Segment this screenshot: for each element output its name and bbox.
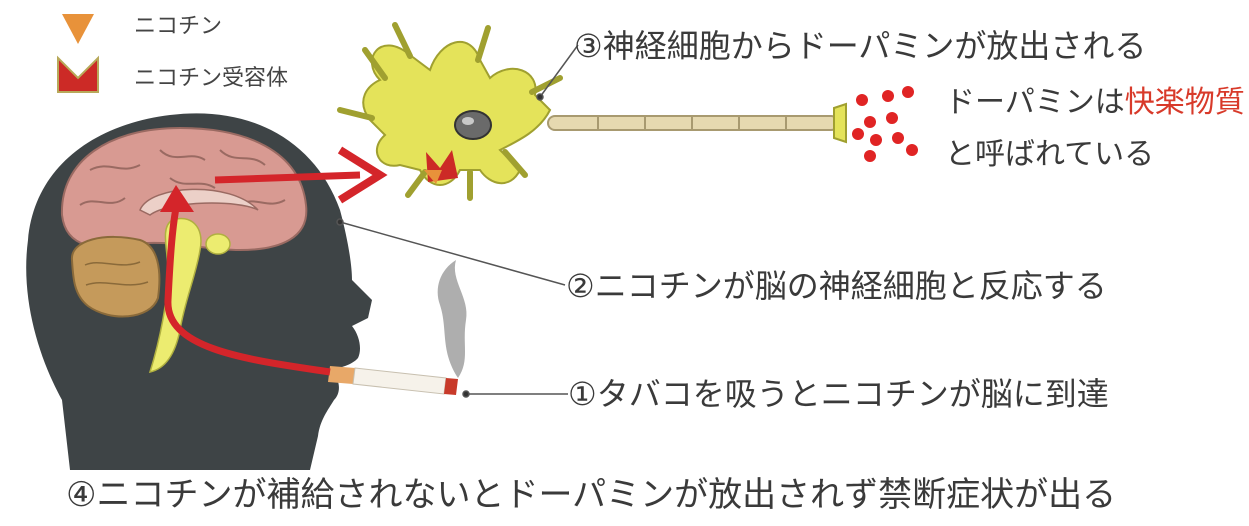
dopamine-note-line2: と呼ばれている bbox=[945, 137, 1155, 172]
leader-lines bbox=[336, 44, 579, 398]
dopamine-note-line1: ドーパミンは快楽物質 bbox=[945, 88, 1245, 118]
nicotine-on-neuron-icon bbox=[424, 170, 442, 184]
step-2-label: ②ニコチンが脳の神経細胞と反応する bbox=[566, 267, 1107, 305]
legend-nicotine-label: ニコチン bbox=[134, 14, 223, 39]
cerebellum-folds bbox=[84, 261, 149, 286]
dopamine-particles bbox=[852, 86, 918, 162]
receptor-legend-icon bbox=[57, 55, 99, 93]
pituitary bbox=[205, 233, 231, 255]
brain-to-neuron-arrow bbox=[214, 171, 361, 184]
axon bbox=[547, 102, 847, 144]
step-3-label: ③神経細胞からドーパミンが放出される bbox=[574, 27, 1147, 65]
cerebrum-folds bbox=[79, 149, 286, 206]
cerebellum bbox=[70, 236, 161, 318]
nicotine-path-arrow bbox=[164, 207, 331, 376]
arrowhead-right bbox=[337, 146, 388, 204]
legend-receptor-label: ニコチン受容体 bbox=[134, 66, 289, 91]
nicotine-legend-icon bbox=[62, 14, 94, 44]
smoke bbox=[437, 260, 467, 378]
neuron bbox=[337, 22, 563, 201]
dopamine-note-highlight: 快楽物質 bbox=[1124, 85, 1245, 120]
dopamine-note-prefix: ドーパミンは bbox=[945, 85, 1125, 120]
arrowhead-up bbox=[160, 185, 194, 212]
step-1-label: ①タバコを吸うとニコチンが脳に到達 bbox=[568, 375, 1109, 413]
step-4-label: ④ニコチンが補給されないとドーパミンが放出されず禁断症状が出る bbox=[66, 475, 1117, 515]
cigarette bbox=[328, 366, 458, 395]
